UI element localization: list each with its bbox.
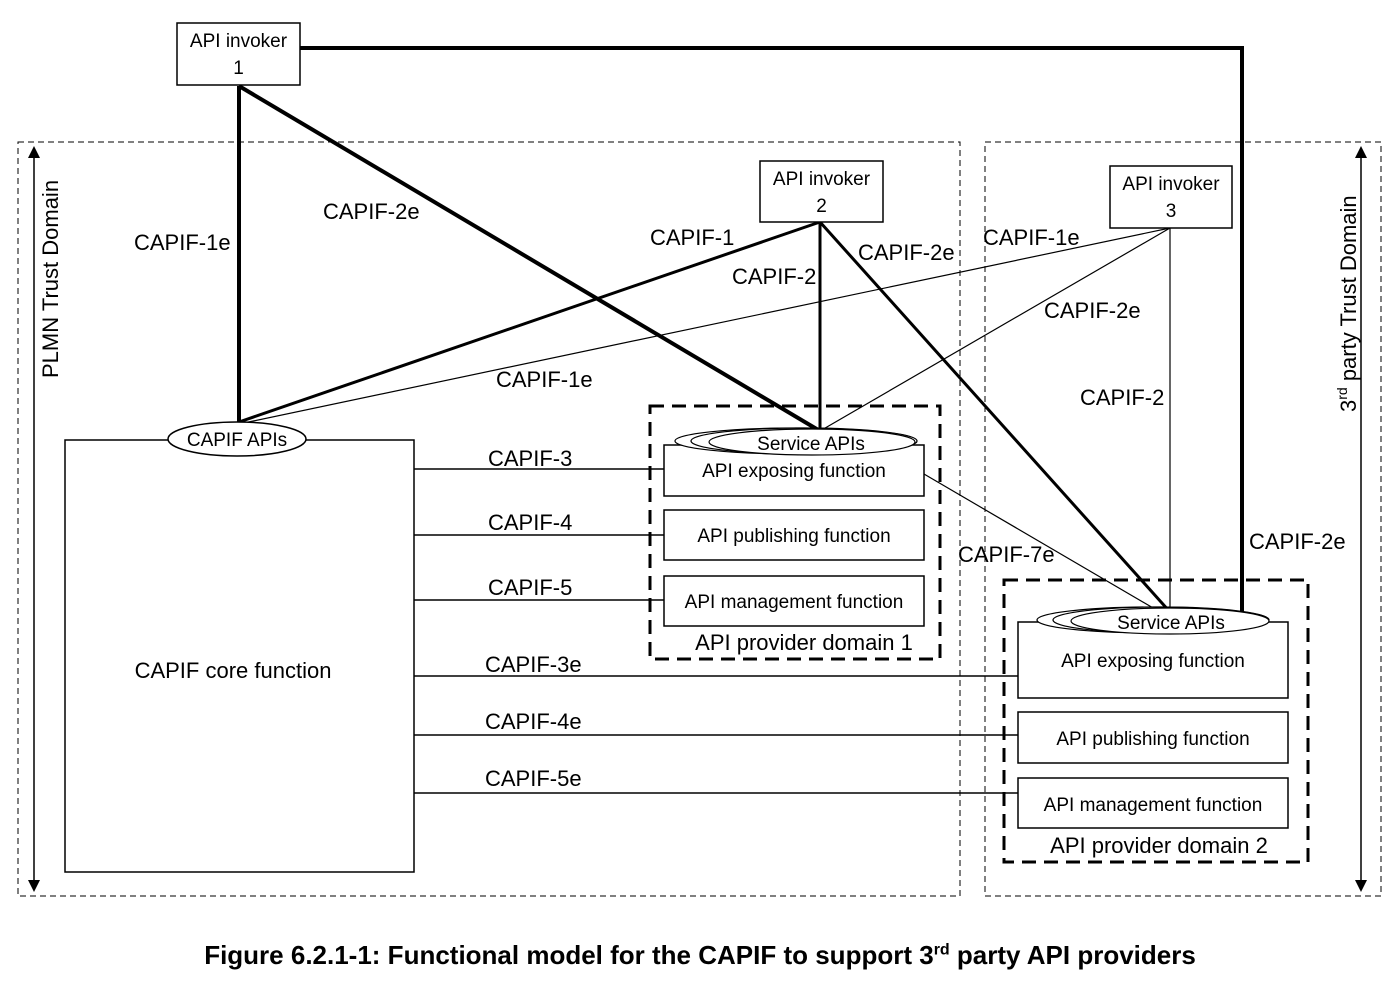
ref-capif-2e-inv1: CAPIF-2e <box>323 199 420 224</box>
provider-1-service-apis-ellipses[interactable]: Service APIs <box>674 427 918 456</box>
provider-2-publishing-function-label: API publishing function <box>1056 729 1249 750</box>
capif-core-function-label: CAPIF core function <box>135 658 332 683</box>
provider-2-service-apis-label: Service APIs <box>1117 613 1225 634</box>
line-inv2-service-apis-2 <box>818 220 1172 614</box>
ref-capif-7e: CAPIF-7e <box>958 542 1055 567</box>
provider-2-service-apis-ellipses[interactable]: Service APIs <box>1036 606 1270 635</box>
third-party-trust-domain-label: 3rd party Trust Domain <box>1334 195 1361 412</box>
api-invoker-1[interactable]: API invoker 1 <box>176 22 301 86</box>
api-provider-domain-1-boundary <box>648 404 942 661</box>
api-invoker-2-number: 2 <box>816 196 827 217</box>
api-provider-domain-2-label: API provider domain 2 <box>1050 833 1268 858</box>
provider-1-publishing-function[interactable]: API publishing function <box>663 509 925 561</box>
provider-1-exposing-function-label: API exposing function <box>702 461 886 482</box>
api-invoker-1-number: 1 <box>233 58 244 79</box>
provider-1-management-function-label: API management function <box>685 592 904 613</box>
api-invoker-3[interactable]: API invoker 3 <box>1109 165 1233 229</box>
provider-2-exposing-function-box[interactable] <box>1017 621 1289 699</box>
provider-2-management-function[interactable]: API management function <box>1017 777 1289 829</box>
provider-2-exposing-function-label: API exposing function <box>1061 651 1245 672</box>
line-inv3-capif-apis <box>238 227 1171 425</box>
ref-capif-2e-inv3: CAPIF-2e <box>1044 298 1141 323</box>
third-party-trust-domain-boundary <box>984 141 1382 897</box>
api-invoker-2-label: API invoker <box>773 169 871 190</box>
ref-capif-2-inv2: CAPIF-2 <box>732 264 816 289</box>
ref-capif-5e: CAPIF-5e <box>485 766 582 791</box>
plmn-trust-domain-label: PLMN Trust Domain <box>38 180 63 378</box>
capif-apis-ellipse[interactable]: CAPIF APIs <box>167 421 307 457</box>
ref-capif-1-inv2: CAPIF-1 <box>650 225 734 250</box>
provider-1-publishing-function-label: API publishing function <box>697 526 890 547</box>
ref-capif-2e-inv2: CAPIF-2e <box>858 240 955 265</box>
capif-apis-label: CAPIF APIs <box>187 430 287 451</box>
api-invoker-2[interactable]: API invoker 2 <box>759 160 884 223</box>
figure-caption: Figure 6.2.1-1: Functional model for the… <box>204 940 1196 970</box>
capif-core-function-box[interactable] <box>64 439 415 873</box>
provider-1-management-function[interactable]: API management function <box>663 575 925 627</box>
ref-capif-4: CAPIF-4 <box>488 510 572 535</box>
provider-2-publishing-function[interactable]: API publishing function <box>1017 711 1289 764</box>
ref-capif-2-inv3: CAPIF-2 <box>1080 385 1164 410</box>
line-inv1-service-apis-1 <box>237 84 822 433</box>
api-invoker-3-number: 3 <box>1166 201 1177 222</box>
capif-functional-model-diagram: PLMN Trust Domain 3rd party Trust Domain… <box>17 22 1382 897</box>
line-inv3-service-apis-1 <box>819 227 1171 432</box>
line-inv1-service-apis-2 <box>300 46 1244 612</box>
api-invoker-1-label: API invoker <box>190 31 288 52</box>
ref-capif-3e: CAPIF-3e <box>485 652 582 677</box>
ref-capif-1e-inv3-mid: CAPIF-1e <box>496 367 593 392</box>
provider-1-service-apis-label: Service APIs <box>757 434 865 455</box>
line-inv2-capif-apis <box>238 220 821 424</box>
plmn-trust-domain-boundary <box>17 141 961 897</box>
ref-capif-5: CAPIF-5 <box>488 575 572 600</box>
provider-2-management-function-label: API management function <box>1044 795 1263 816</box>
api-invoker-3-label: API invoker <box>1122 174 1220 195</box>
api-provider-domain-2-boundary <box>1002 578 1310 864</box>
ref-capif-1e-inv3-top: CAPIF-1e <box>983 225 1080 250</box>
api-provider-domain-1-label: API provider domain 1 <box>695 630 913 655</box>
line-capif-7e <box>923 473 1161 613</box>
ref-capif-4e: CAPIF-4e <box>485 709 582 734</box>
ref-capif-3: CAPIF-3 <box>488 446 572 471</box>
ref-capif-1e-inv1: CAPIF-1e <box>134 230 231 255</box>
ref-capif-2e-right: CAPIF-2e <box>1249 529 1346 554</box>
